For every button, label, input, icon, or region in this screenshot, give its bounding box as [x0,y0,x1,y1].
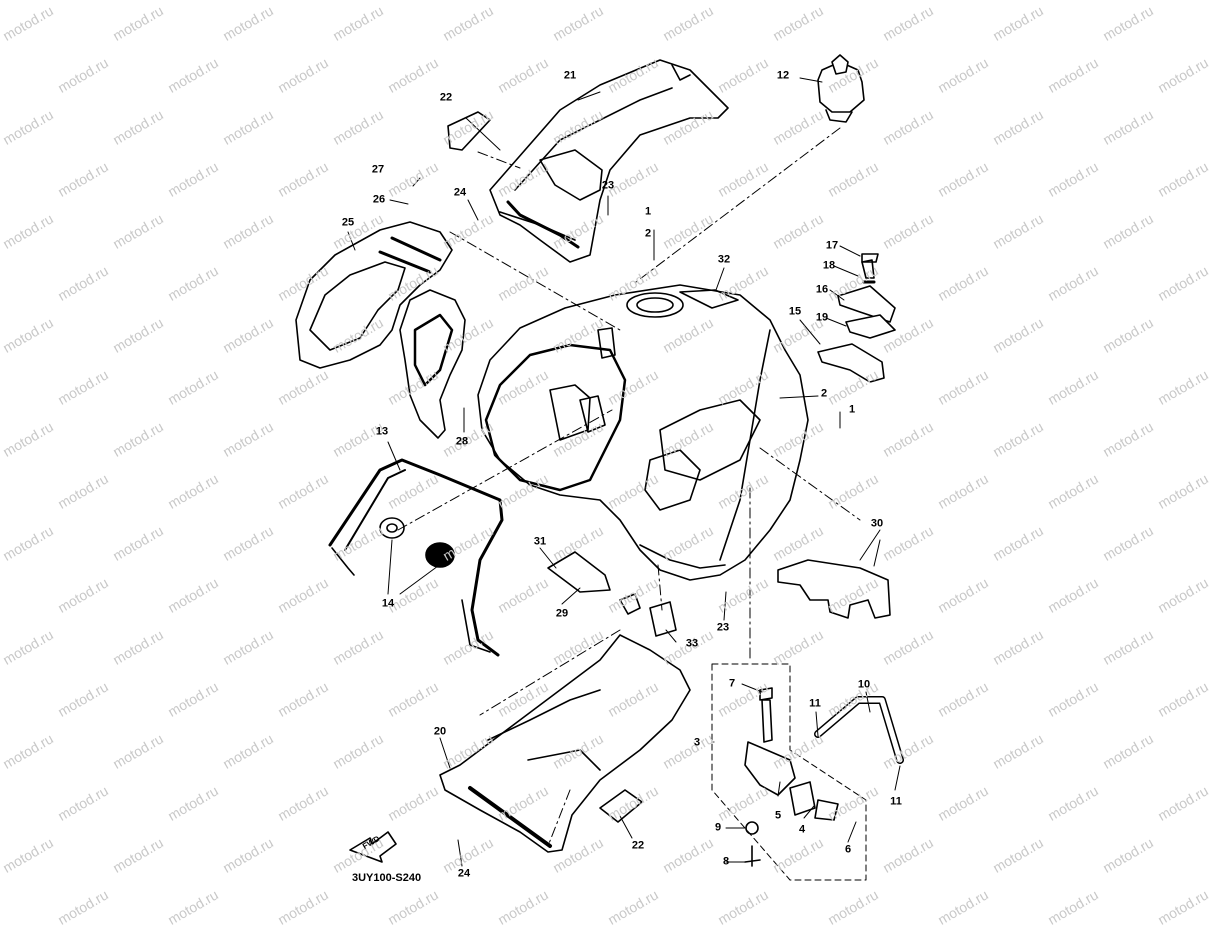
callout-2: 2 [820,387,828,400]
part-22-warning-label [599,789,643,823]
callout-20: 20 [433,725,447,738]
callout-21: 21 [563,69,577,82]
callout-2: 2 [644,227,652,240]
fwd-arrow-icon [349,831,397,863]
callout-14: 14 [381,597,395,610]
part-33-label [649,601,677,637]
callout-32: 32 [717,253,731,266]
part-21-tank-front-cover [489,59,729,263]
connector-lines [397,127,861,847]
callout-1: 1 [644,205,652,218]
part-30-knee-pads [777,559,891,619]
part-13-grab-frame [328,458,504,657]
callout-25: 25 [341,216,355,229]
callout-15: 15 [788,305,802,318]
callout-31: 31 [533,535,547,548]
callout-8: 8 [722,855,730,868]
callout-22: 22 [631,839,645,852]
callout-17: 17 [825,239,839,252]
callout-24: 24 [453,186,467,199]
callout-3: 3 [693,736,701,749]
diagram-code: 3UY100-S240 [352,872,422,884]
callout-6: 6 [844,843,852,856]
callout-30: 30 [870,517,884,530]
part-1-fuel-tank [477,284,809,581]
part-3-fuel-cock-group [711,663,904,881]
part-14-dampers [379,517,455,568]
part-20-rear-cover [439,634,691,853]
callout-11: 11 [809,697,821,710]
callout-16: 16 [815,283,829,296]
part-25-side-cover-left [295,221,466,439]
callout-26: 26 [372,193,386,206]
callout-4: 4 [798,823,806,836]
callout-7: 7 [728,677,736,690]
callout-28: 28 [455,435,469,448]
part-12-fuel-cap [817,54,865,123]
part-22-pad-top [447,111,491,151]
callout-23: 23 [601,179,615,192]
leader-lines [347,77,901,867]
callout-22: 22 [439,91,453,104]
callout-29: 29 [555,607,569,620]
callout-11: 11 [890,795,902,808]
callout-27: 27 [371,163,385,176]
callout-10: 10 [857,678,871,691]
callout-19: 19 [815,311,829,324]
callout-13: 13 [375,425,389,438]
callout-33: 33 [685,637,699,650]
callout-12: 12 [776,69,790,82]
callout-1: 1 [848,403,856,416]
callout-9: 9 [714,821,722,834]
callout-18: 18 [822,259,836,272]
callout-24: 24 [457,867,471,880]
part-15-16-19-brackets [817,253,896,383]
callout-23: 23 [716,621,730,634]
callout-5: 5 [774,809,782,822]
part-29-31-emblem [547,551,641,615]
